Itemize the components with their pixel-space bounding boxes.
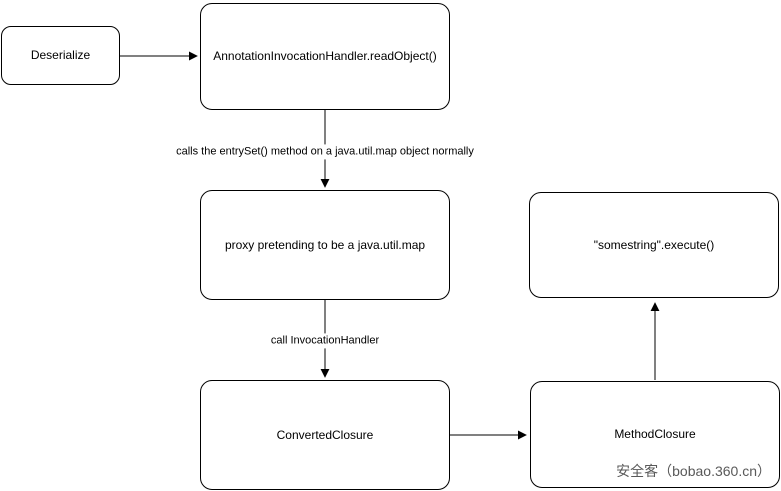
edge-label-invocationhandler: call InvocationHandler [268, 333, 382, 349]
node-deserialize-label: Deserialize [30, 48, 91, 63]
node-convertedclosure: ConvertedClosure [200, 380, 450, 490]
node-convertedclosure-label: ConvertedClosure [276, 427, 374, 442]
node-proxy-map-label: proxy pretending to be a java.util.map [224, 237, 426, 252]
node-deserialize: Deserialize [1, 26, 120, 85]
node-methodclosure: MethodClosure [530, 381, 780, 488]
node-somestring-execute: "somestring".execute() [529, 192, 779, 298]
node-somestring-execute-label: "somestring".execute() [593, 237, 715, 252]
watermark-anquanke: 安全客（bobao.360.cn） [616, 463, 771, 479]
node-proxy-map: proxy pretending to be a java.util.map [200, 190, 450, 300]
node-methodclosure-label: MethodClosure [614, 427, 696, 442]
node-readobject-label: AnnotationInvocationHandler.readObject() [213, 49, 437, 64]
node-readobject: AnnotationInvocationHandler.readObject() [200, 3, 450, 110]
edge-label-entryset: calls the entrySet() method on a java.ut… [174, 144, 476, 160]
